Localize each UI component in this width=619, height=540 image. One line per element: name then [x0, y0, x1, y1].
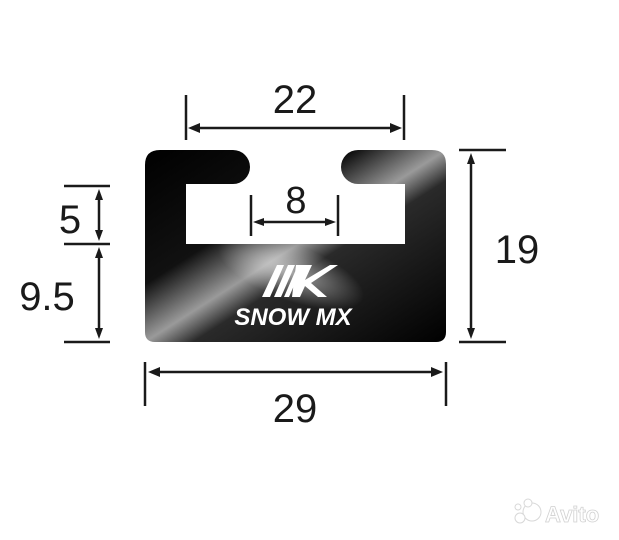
dim-total-width-label: 29: [273, 387, 318, 431]
dim-upper-height-label: 5: [59, 198, 81, 242]
dim-total-height-label: 19: [495, 228, 540, 272]
dim-slot-width: [249, 195, 340, 236]
dim-slot-width-label: 8: [285, 180, 306, 222]
avito-watermark-text: Avito: [545, 502, 599, 527]
dim-total-height: [459, 148, 506, 344]
logo-mark-icon: [262, 265, 338, 297]
dim-lower-height-label: 9.5: [19, 275, 75, 319]
dim-total-width: [143, 362, 448, 406]
logo-brand-text: SNOW MX: [234, 304, 353, 331]
avito-logo-icon: [514, 498, 542, 524]
dim-top-width: [184, 95, 406, 140]
avito-watermark: Avito: [514, 498, 600, 527]
dim-top-width-label: 22: [273, 78, 318, 122]
snowmx-logo: SNOW MX: [234, 265, 354, 331]
dim-left-heights: [64, 184, 110, 344]
